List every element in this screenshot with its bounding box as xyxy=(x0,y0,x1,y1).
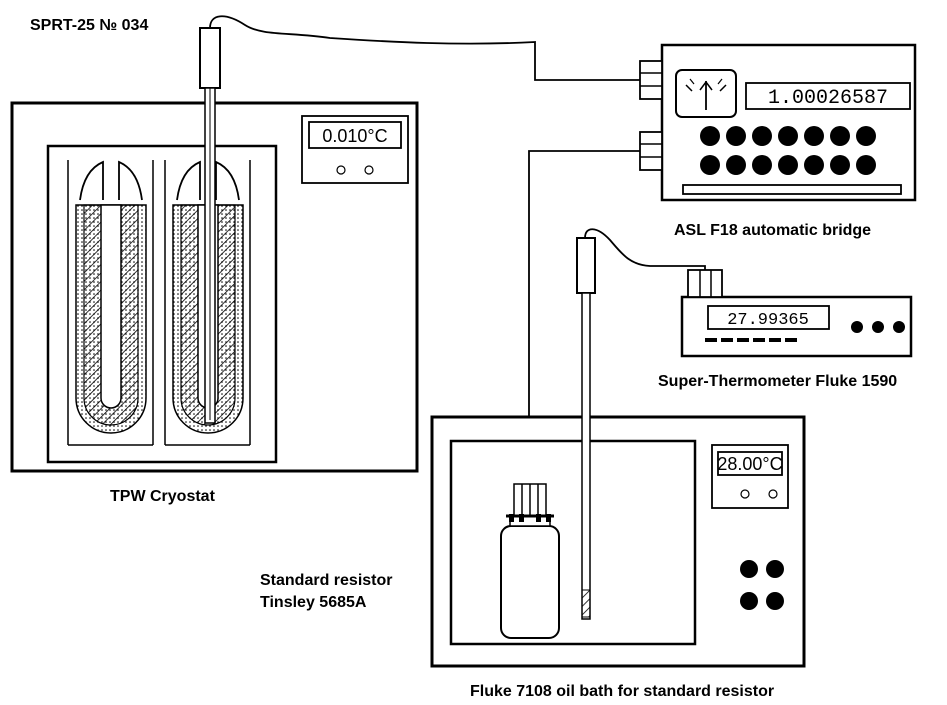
probe-cable xyxy=(584,228,706,270)
resistor-label-line1: Standard resistor xyxy=(260,572,392,589)
thermometer-keys xyxy=(705,321,905,342)
bridge-ratio-readout: 1.00026587 xyxy=(768,87,888,110)
bridge-housing xyxy=(660,43,917,202)
sprt-label: SPRT-25 № 034 xyxy=(30,17,148,34)
bridge-ratio-display xyxy=(745,82,911,110)
thermometer-label: Super-Thermometer Fluke 1590 xyxy=(658,373,897,390)
water-triple-point-cell-1 xyxy=(67,160,154,446)
fluke-1590-thermometer: 27.99365 xyxy=(680,269,913,358)
fluke-7108-oil-bath: 28.00°C xyxy=(430,415,806,668)
oil-bath-knob-right xyxy=(768,489,778,499)
sprt-thermometer xyxy=(199,27,221,424)
resistor-cable xyxy=(528,150,640,510)
oil-bath-buttons xyxy=(740,560,784,610)
cryostat-display xyxy=(308,121,402,149)
resistor-label-line2: Tinsley 5685A xyxy=(260,594,367,611)
bridge-connector-top xyxy=(639,60,663,100)
bridge-keypad xyxy=(700,126,876,175)
sprt-head xyxy=(199,27,221,89)
thermometer-display xyxy=(707,305,830,330)
asl-f18-bridge: 1.00026587 xyxy=(639,43,917,202)
oil-bath-label: Fluke 7108 oil bath for standard resisto… xyxy=(470,683,774,700)
oil-bath-well xyxy=(449,439,697,646)
oil-bath-display xyxy=(717,451,783,476)
cryostat-knob-left xyxy=(336,165,346,175)
analog-meter-icon xyxy=(675,69,737,118)
bridge-slot xyxy=(682,184,902,195)
standard-resistor-bottle xyxy=(500,483,560,639)
oil-bath-knob-left xyxy=(740,489,750,499)
sprt-cable xyxy=(209,15,640,81)
thermometer-connector xyxy=(687,269,723,298)
thermometer-readout: 27.99365 xyxy=(727,311,809,330)
bridge-label: ASL F18 automatic bridge xyxy=(674,222,871,239)
cryostat-label: TPW Cryostat xyxy=(110,488,216,505)
oil-bath-temp-readout: 28.00°C xyxy=(717,454,782,474)
cryostat-knob-right xyxy=(364,165,374,175)
bridge-connector-bottom xyxy=(639,131,663,171)
cryostat-temp-readout: 0.010°C xyxy=(322,126,387,146)
reference-probe xyxy=(576,237,596,620)
